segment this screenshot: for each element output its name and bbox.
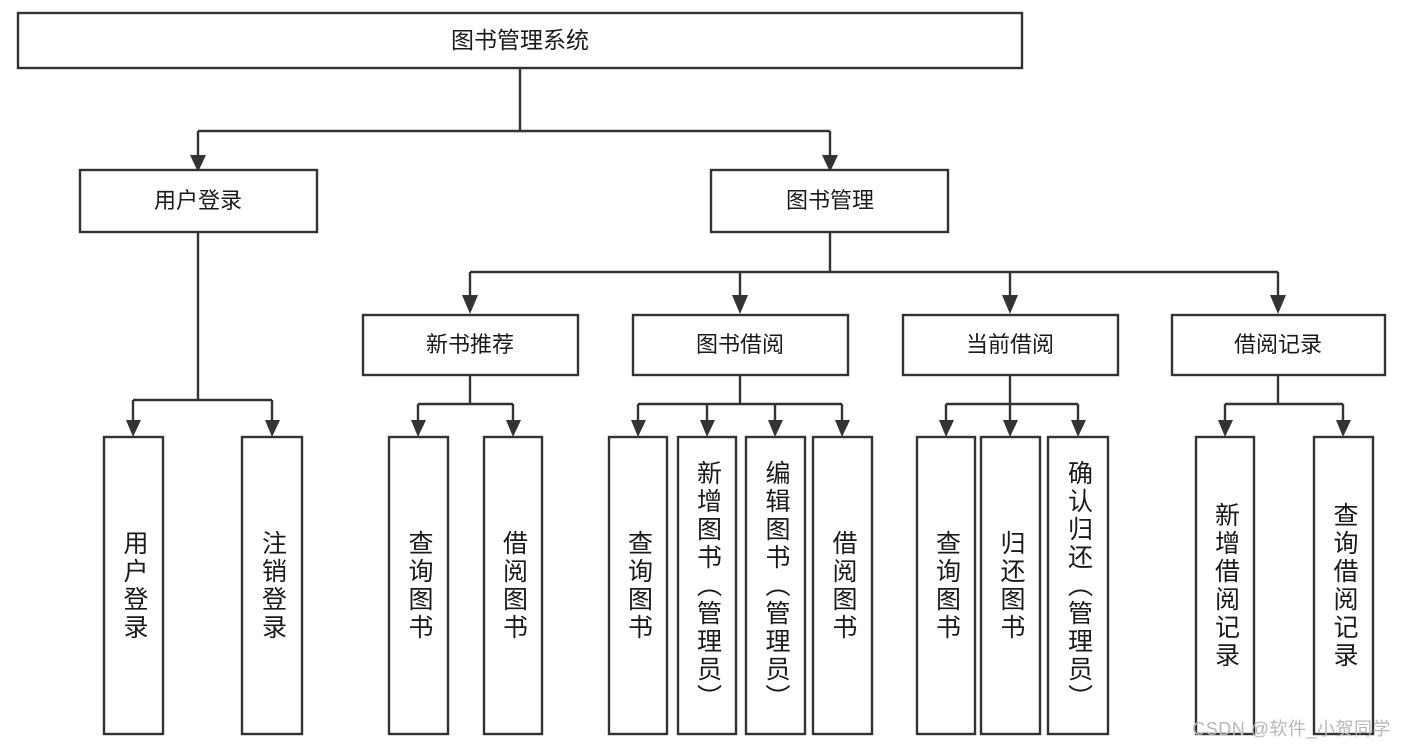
node-root[interactable]: 图书管理系统 (16, 11, 1024, 70)
node-borrow-record[interactable]: 借阅记录 (1170, 313, 1387, 377)
node-root-box[interactable] (16, 11, 1024, 70)
connector-group-current-borrow (939, 375, 1086, 437)
node-current-borrow-label: 当前借阅 (966, 332, 1054, 357)
connector-group-book-borrow (631, 375, 850, 437)
connector-group-borrow-record (1218, 375, 1351, 437)
leaf-node-confirm-return[interactable] (1046, 435, 1110, 736)
arrow-leaf-query-book-1 (411, 420, 426, 437)
arrow-leaf-confirm-return (1071, 420, 1086, 437)
leaf-node-borrow-book-2[interactable] (811, 435, 874, 736)
leaf-node-query-book-3[interactable] (915, 435, 977, 736)
leaf-query-book-2-box[interactable] (607, 435, 669, 736)
leaf-query-book-3-box[interactable] (915, 435, 977, 736)
connector-group-user-login (126, 232, 280, 437)
leaf-borrow-book-1-box[interactable] (482, 435, 544, 736)
node-new-book-rec-label: 新书推荐 (426, 332, 514, 357)
leaf-node-user-login[interactable] (102, 435, 165, 736)
leaf-query-record-box[interactable] (1312, 435, 1375, 736)
leaf-node-user-logout[interactable] (240, 435, 304, 736)
leaf-edit-book-box[interactable] (744, 435, 807, 736)
arrow-leaf-edit-book (768, 420, 783, 437)
arrow-to-user-login (190, 155, 206, 172)
arrow-leaf-add-book (700, 420, 715, 437)
arrow-to-new-book-rec (462, 295, 478, 314)
arrow-leaf-user-logout (265, 420, 280, 437)
node-borrow-record-label: 借阅记录 (1234, 332, 1322, 357)
leaf-user-logout-box[interactable] (240, 435, 304, 736)
watermark: CSDN @软件_小贺同学 (1192, 719, 1391, 739)
leaf-add-record-box[interactable] (1194, 435, 1256, 736)
leaf-return-book-box[interactable] (979, 435, 1042, 736)
arrow-leaf-borrow-book-1 (506, 420, 521, 437)
node-book-manage-label: 图书管理 (786, 188, 874, 213)
node-user-login-box[interactable] (78, 168, 319, 234)
node-current-borrow[interactable]: 当前借阅 (901, 313, 1120, 377)
leaf-node-add-record[interactable] (1194, 435, 1256, 736)
arrow-to-book-borrow (732, 295, 748, 314)
arrow-to-borrow-record (1270, 295, 1286, 314)
arrow-leaf-add-record (1218, 420, 1233, 437)
connector-group-root (190, 68, 838, 172)
leaf-add-book-box[interactable] (676, 435, 738, 736)
connector-group-book-manage (462, 232, 1286, 314)
leaf-node-borrow-book-1[interactable] (482, 435, 544, 736)
node-current-borrow-box[interactable] (901, 313, 1120, 377)
leaf-node-add-book[interactable] (676, 435, 738, 736)
arrow-to-current-borrow (1002, 295, 1018, 314)
node-user-login-label: 用户登录 (154, 188, 242, 213)
node-root-label: 图书管理系统 (451, 27, 589, 53)
arrow-leaf-borrow-book-2 (835, 420, 850, 437)
leaf-node-query-book-2[interactable] (607, 435, 669, 736)
connector-group-new-book-rec (411, 375, 521, 437)
arrow-leaf-user-login (126, 420, 141, 437)
leaf-user-login-box[interactable] (102, 435, 165, 736)
leaf-node-return-book[interactable] (979, 435, 1042, 736)
arrow-leaf-query-book-3 (939, 420, 954, 437)
node-user-login[interactable]: 用户登录 (78, 168, 319, 234)
arrow-leaf-query-record (1336, 420, 1351, 437)
node-new-book-rec[interactable]: 新书推荐 (361, 313, 580, 377)
leaf-node-query-book-1[interactable] (387, 435, 450, 736)
leaf-node-edit-book[interactable] (744, 435, 807, 736)
node-book-borrow-box[interactable] (631, 313, 850, 377)
arrow-leaf-query-book-2 (631, 420, 646, 437)
leaf-query-book-1-box[interactable] (387, 435, 450, 736)
node-book-manage[interactable]: 图书管理 (709, 168, 950, 234)
node-new-book-rec-box[interactable] (361, 313, 580, 377)
arrow-to-book-manage (822, 155, 838, 172)
leaf-confirm-return-box[interactable] (1046, 435, 1110, 736)
leaf-node-query-record[interactable] (1312, 435, 1375, 736)
leaf-borrow-book-2-box[interactable] (811, 435, 874, 736)
node-book-borrow[interactable]: 图书借阅 (631, 313, 850, 377)
node-book-borrow-label: 图书借阅 (696, 332, 784, 357)
arrow-leaf-return-book (1003, 420, 1018, 437)
node-borrow-record-box[interactable] (1170, 313, 1387, 377)
node-book-manage-box[interactable] (709, 168, 950, 234)
